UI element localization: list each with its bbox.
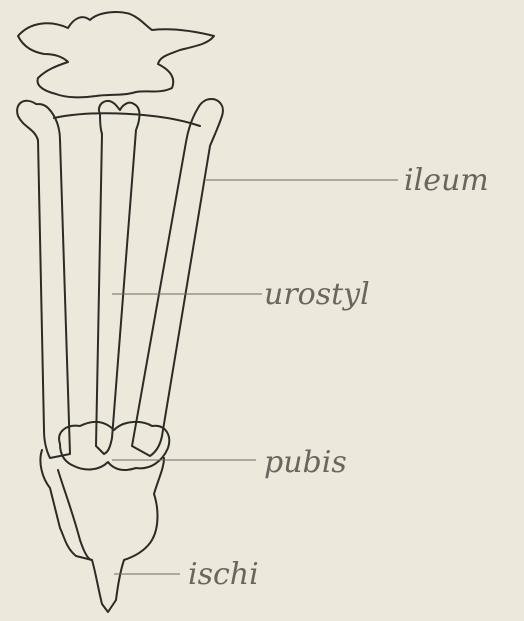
sacral-vertebra xyxy=(18,12,214,97)
right-ileum xyxy=(132,99,223,456)
ischium-inner-line xyxy=(58,470,92,560)
label-pubis: pubis xyxy=(264,445,347,480)
urostyle xyxy=(96,101,140,454)
pelvic-arch xyxy=(54,113,200,126)
label-urostyle: urostyl xyxy=(264,277,370,312)
pubis xyxy=(59,422,169,470)
label-ileum: ileum xyxy=(404,163,489,198)
left-ileum xyxy=(17,101,70,458)
label-ischi: ischi xyxy=(188,557,259,592)
